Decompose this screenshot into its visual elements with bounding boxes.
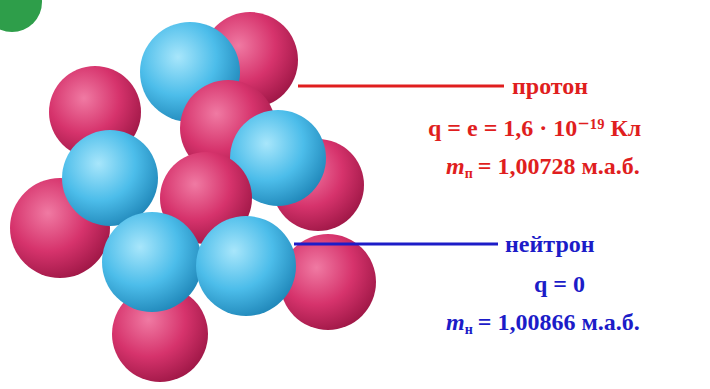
label-line: mн = 1,00866 м.а.б. [446, 308, 640, 344]
label-line: mп = 1,00728 м.а.б. [446, 152, 640, 188]
label-text: нейтрон [505, 231, 595, 257]
label-line: нейтрон [505, 230, 595, 258]
proton-leader [298, 85, 504, 88]
corner-badge [0, 0, 42, 32]
label-line: q = 0 [534, 270, 585, 298]
label-text: q = e = 1,6 · 10⁻¹⁹ Кл [428, 115, 641, 141]
subscript: н [465, 322, 473, 337]
label-line: протон [512, 72, 588, 100]
subscript: п [465, 166, 473, 181]
label-text: m [446, 309, 465, 335]
label-line: q = e = 1,6 · 10⁻¹⁹ Кл [428, 114, 641, 142]
label-text: = 1,00866 м.а.б. [478, 309, 640, 335]
label-text: = 1,00728 м.а.б. [478, 153, 640, 179]
neutron-leader [294, 243, 498, 246]
label-text: m [446, 153, 465, 179]
label-text: протон [512, 73, 588, 99]
nucleus [10, 12, 376, 382]
label-text: q = 0 [534, 271, 585, 297]
